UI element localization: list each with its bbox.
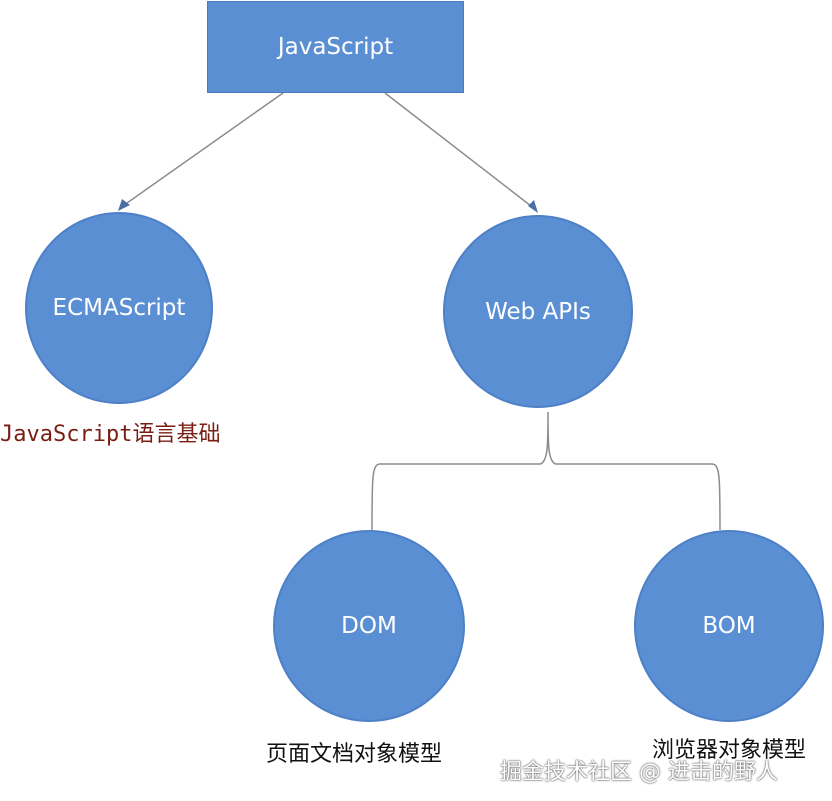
node-ecmascript-label: ECMAScript <box>52 295 186 321</box>
node-web-apis: Web APIs <box>443 215 633 408</box>
node-bom: BOM <box>634 530 824 722</box>
caption-bom: 浏览器对象模型 <box>652 738 807 763</box>
node-web-apis-label: Web APIs <box>485 298 591 325</box>
brace-webapis-children <box>371 411 721 531</box>
edge-root-to-ecmascript <box>126 92 284 204</box>
node-ecmascript: ECMAScript <box>25 212 213 404</box>
edge-root-to-webapis <box>384 92 532 207</box>
watermark: 掘金技术社区 @ 进击的野人 <box>500 760 778 785</box>
arrowhead-ecmascript <box>118 199 130 211</box>
caption-ecmascript: JavaScript语言基础 <box>0 422 221 447</box>
root-node-javascript: JavaScript <box>207 1 464 93</box>
node-dom-label: DOM <box>341 613 397 639</box>
node-bom-label: BOM <box>702 613 756 639</box>
arrowhead-webapis <box>528 200 538 213</box>
root-node-label: JavaScript <box>277 34 394 60</box>
caption-dom: 页面文档对象模型 <box>266 742 443 767</box>
node-dom: DOM <box>273 530 465 722</box>
